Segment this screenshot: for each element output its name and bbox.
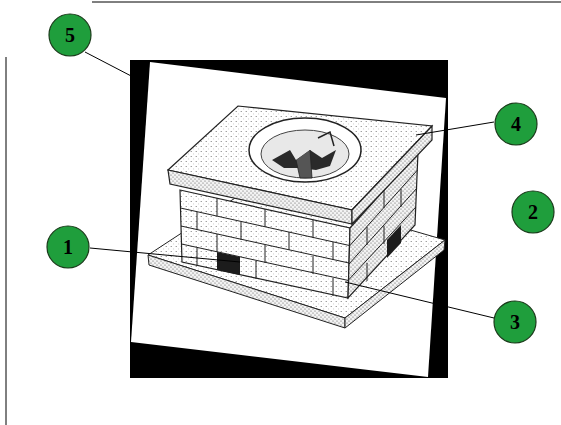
callout-number: 1 — [63, 237, 73, 257]
callout-fill — [512, 191, 554, 233]
callout-number: 2 — [528, 202, 538, 222]
pot-hole — [249, 118, 361, 182]
callout-circle: 2 — [511, 190, 555, 234]
photo-paper — [131, 62, 446, 377]
callout-circle: 4 — [494, 102, 538, 146]
callout-number: 5 — [65, 25, 75, 45]
callout-circle: 5 — [48, 13, 92, 57]
leader-line — [90, 248, 240, 262]
air-opening — [387, 225, 401, 258]
photo-border — [130, 60, 448, 378]
callout-fill — [47, 226, 89, 268]
frame-line — [92, 2, 561, 3]
frame-line — [6, 57, 7, 425]
callout-fill — [494, 301, 536, 343]
leader-line — [85, 52, 135, 78]
top-slab — [168, 106, 432, 224]
callout-fill — [49, 14, 91, 56]
callout-number: 4 — [511, 114, 521, 134]
fuel-opening — [217, 252, 240, 275]
leader-line — [416, 122, 494, 135]
leader-line — [345, 282, 494, 318]
callout-circle: 3 — [493, 300, 537, 344]
callout-fill — [495, 103, 537, 145]
callout-number: 3 — [510, 312, 520, 332]
callout-circle: 1 — [46, 225, 90, 269]
